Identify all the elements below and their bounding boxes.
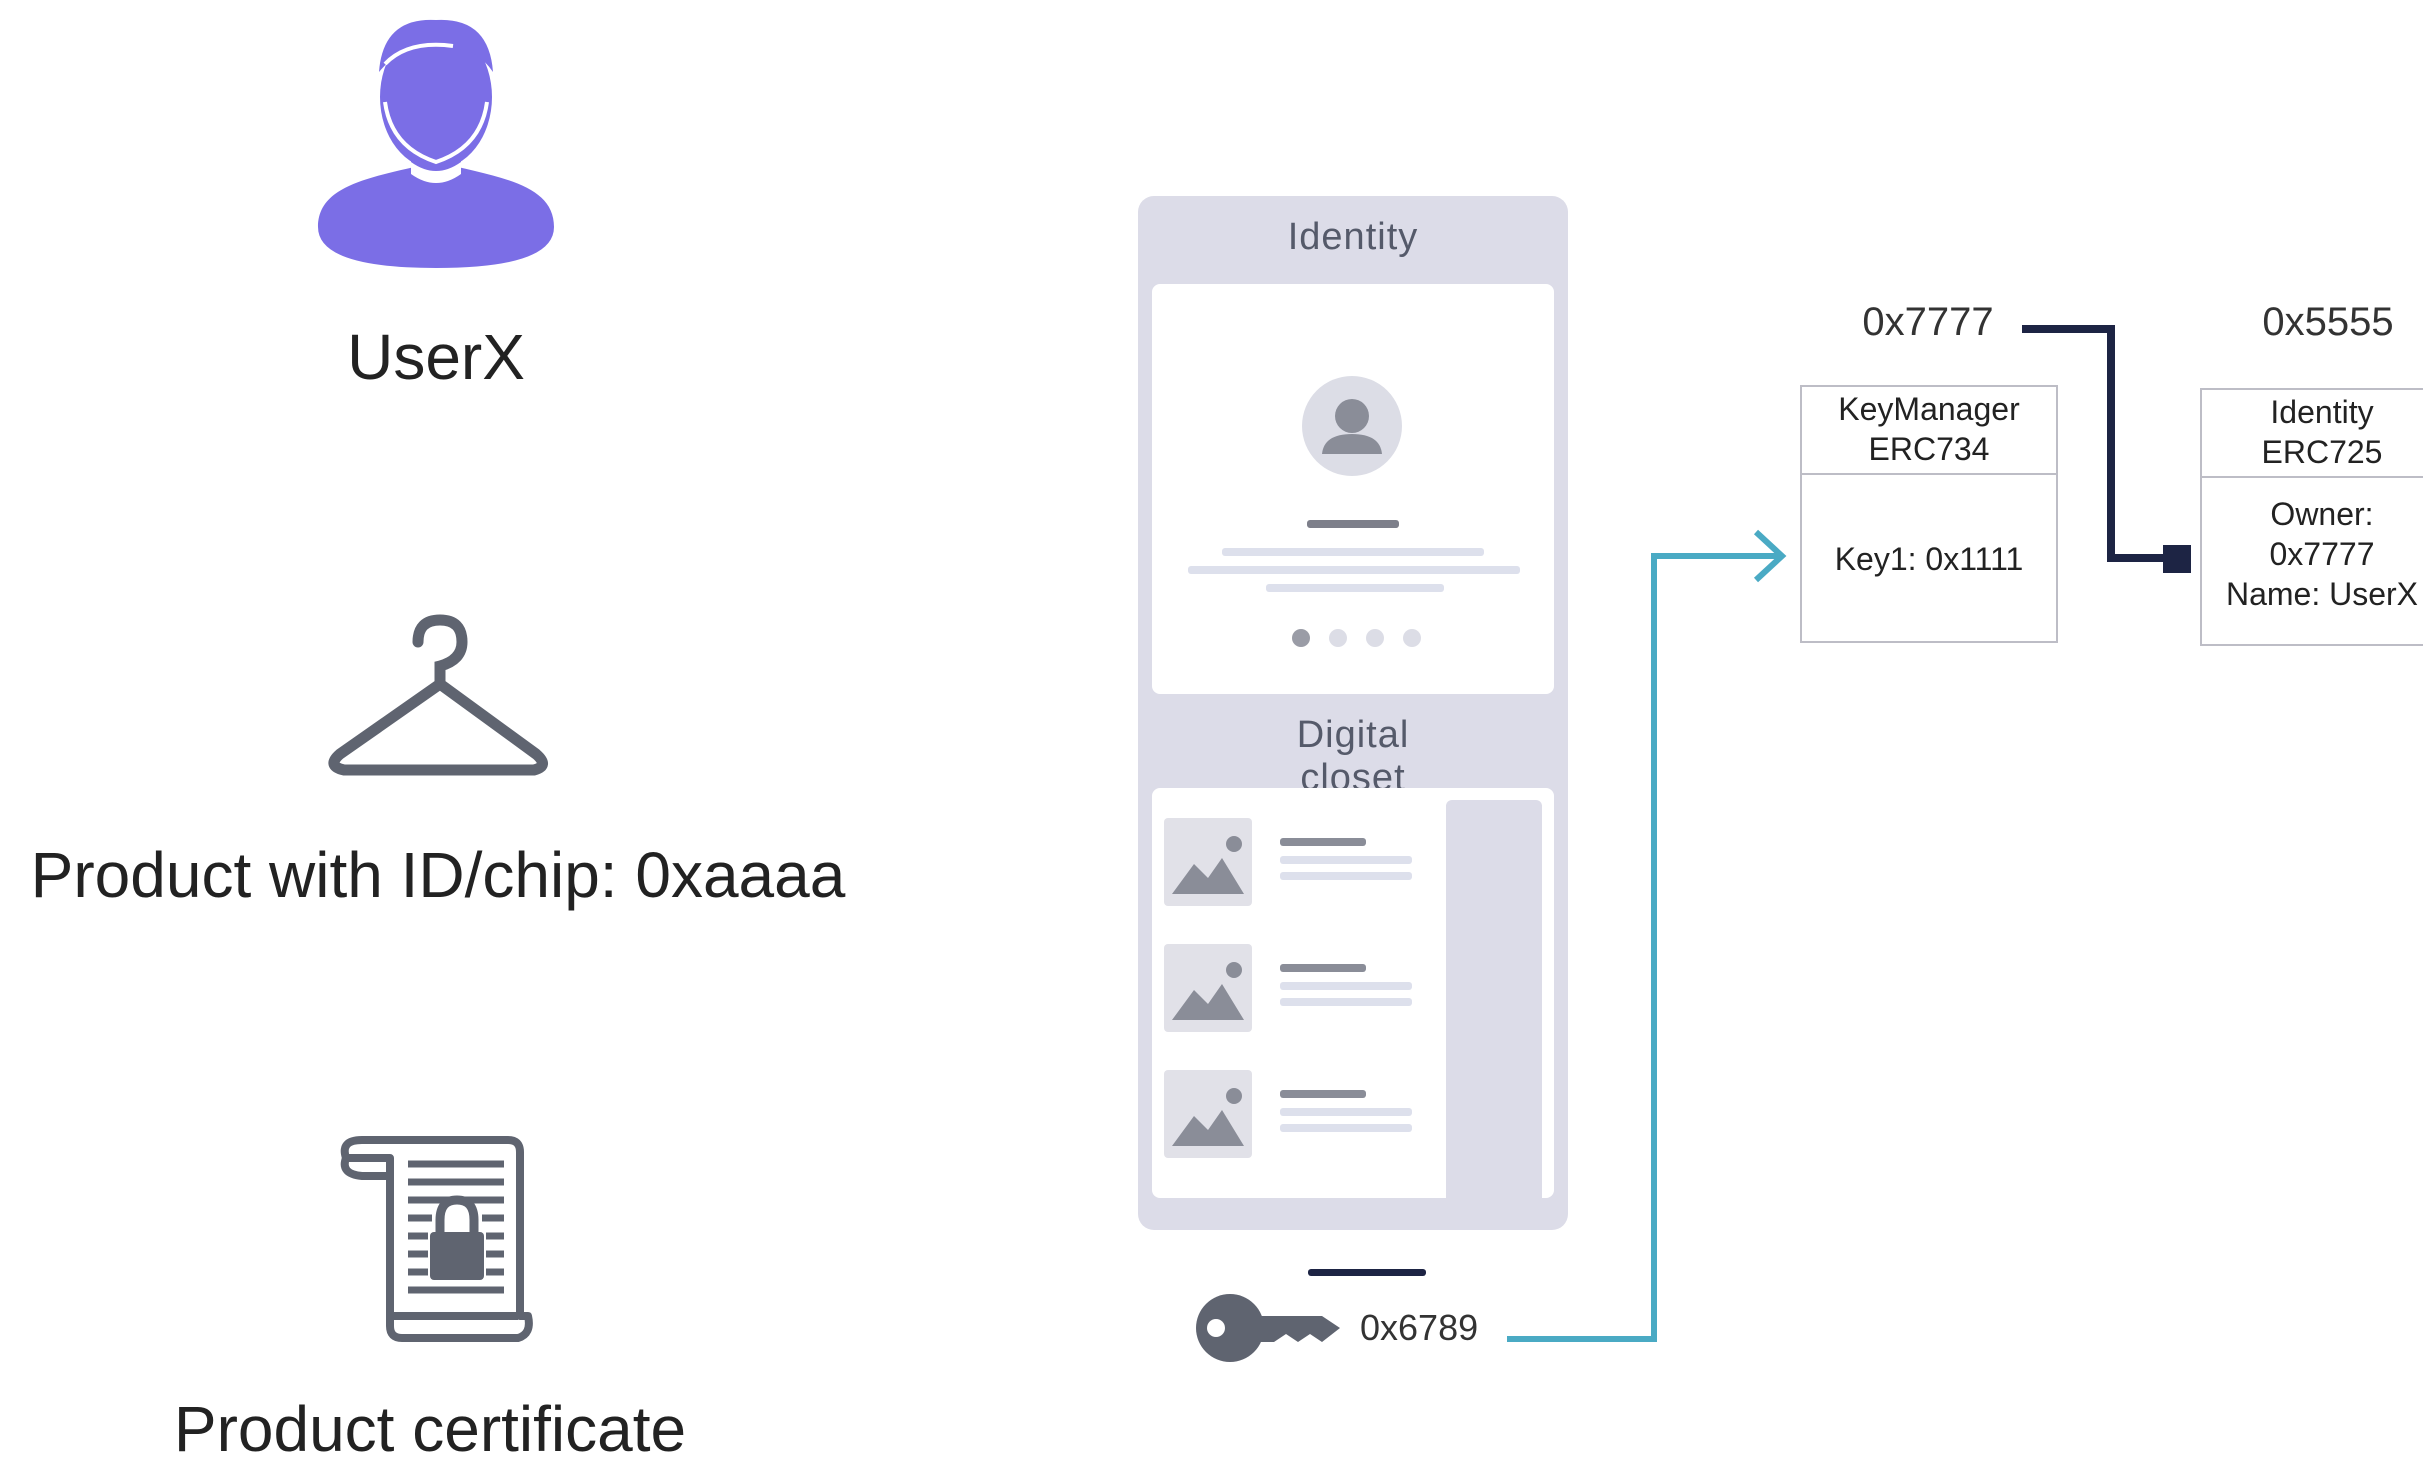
identity-owner-label: Owner: [2270, 496, 2374, 532]
navy-connector-end [2163, 545, 2191, 573]
closet-item-text-line [1280, 1124, 1412, 1132]
closet-item-text-line [1280, 1108, 1412, 1116]
profile-avatar-icon [1302, 376, 1402, 476]
identity-contract-body: Owner: 0x7777 Name: UserX [2202, 494, 2423, 614]
identity-address: 0x5555 [2262, 300, 2394, 344]
identity-contract-standard: ERC725 [2261, 434, 2383, 470]
teal-arrowhead [1753, 529, 1787, 583]
closet-item-image-icon [1164, 818, 1252, 906]
certificate-label: Product certificate [173, 1393, 687, 1465]
profile-text-line [1222, 548, 1484, 556]
keymanager-key-entry: Key1: 0x1111 [1834, 541, 2024, 577]
pagination-dot [1366, 629, 1384, 647]
keymanager-contract: KeyManager ERC734 Key1: 0x1111 [1800, 385, 2058, 643]
closet-item-text-line [1280, 982, 1412, 990]
closet-item-image-icon [1164, 1070, 1252, 1158]
closet-card [1152, 788, 1554, 1204]
closet-item-title-line [1280, 838, 1366, 846]
closet-item-text-line [1280, 998, 1412, 1006]
identity-title: Identity [1287, 216, 1419, 258]
profile-text-line [1188, 566, 1520, 574]
pagination-dot [1403, 629, 1421, 647]
identity-name-entry: Name: UserX [2225, 576, 2419, 612]
teal-connector-line [1507, 553, 1780, 1342]
identity-owner-value: 0x7777 [2269, 536, 2375, 572]
closet-item-image-icon [1164, 944, 1252, 1032]
key-address: 0x6789 [1360, 1307, 1479, 1348]
closet-item-text-line [1280, 872, 1412, 880]
user-icon [313, 12, 559, 268]
user-label: UserX [347, 321, 525, 393]
profile-text-line [1266, 584, 1444, 592]
closet-item-title-line [1280, 1090, 1366, 1098]
closet-item-text-line [1280, 856, 1412, 864]
keymanager-header: KeyManager ERC734 [1802, 387, 2056, 475]
closet-side-panel [1446, 800, 1542, 1204]
phone-home-bar [1308, 1269, 1426, 1276]
identity-contract: Identity ERC725 Owner: 0x7777 Name: User… [2200, 388, 2423, 646]
profile-name-line [1307, 520, 1399, 528]
identity-contract-title: Identity [2270, 394, 2374, 430]
navy-connector-line [2022, 325, 2174, 562]
pagination-dot-active [1292, 629, 1310, 647]
certificate-icon [332, 1134, 538, 1344]
keymanager-standard: ERC734 [1868, 431, 1990, 467]
identity-contract-header: Identity ERC725 [2202, 390, 2423, 478]
pagination-dot [1329, 629, 1347, 647]
keymanager-title: KeyManager [1838, 391, 2020, 427]
key-icon [1194, 1292, 1344, 1364]
hanger-icon [322, 614, 552, 782]
closet-item-title-line [1280, 964, 1366, 972]
product-label: Product with ID/chip: 0xaaaa [30, 839, 846, 911]
keymanager-address: 0x7777 [1862, 300, 1994, 344]
phone-mockup: Identity Digital closet [1138, 196, 1568, 1230]
identity-card [1152, 284, 1554, 694]
